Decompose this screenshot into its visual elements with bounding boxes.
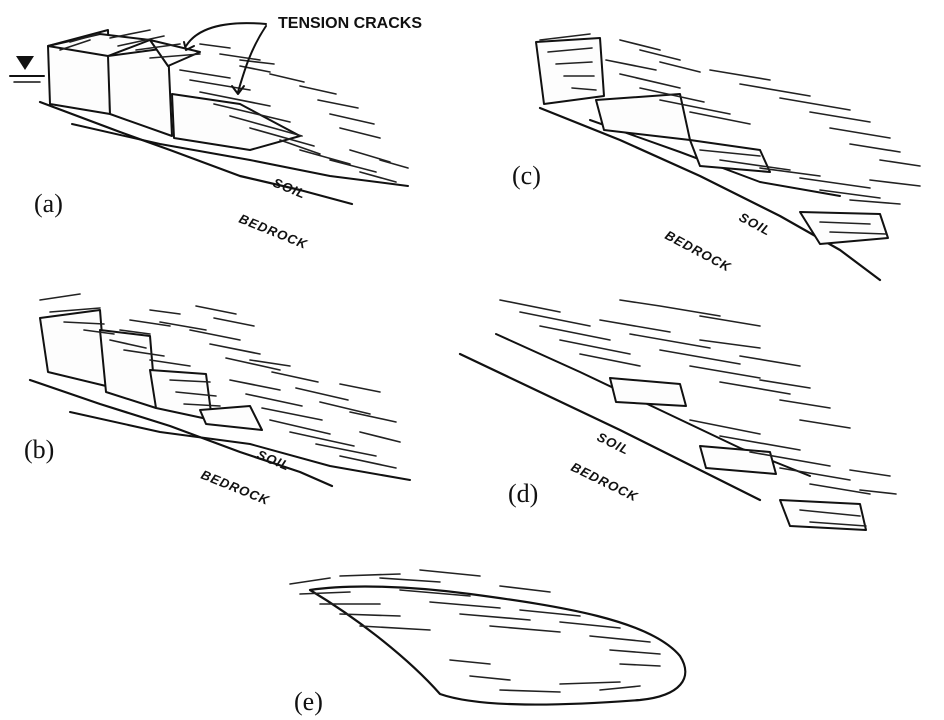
panel-label-d: (d): [508, 479, 538, 508]
panel-c: (c) SOIL BEDROCK: [512, 34, 920, 280]
soil-blocks-c: [536, 38, 888, 244]
soil-hatching-e: [290, 570, 660, 692]
soil-hatching-d: [500, 300, 896, 526]
soil-blocks-d: [610, 378, 866, 530]
panel-e: (e): [290, 570, 685, 716]
water-table-icon: [10, 56, 44, 82]
panel-label-c: (c): [512, 161, 541, 190]
bedrock-label-b: BEDROCK: [199, 467, 273, 508]
tension-cracks-label: TENSION CRACKS: [278, 15, 422, 32]
panel-label-e: (e): [294, 687, 323, 716]
panel-b: (b) SOIL BEDROCK: [24, 294, 410, 508]
soil-label-c: SOIL: [737, 209, 774, 238]
panel-label-b: (b): [24, 435, 54, 464]
panel-a: TENSION CRACKS (a) SOIL BEDROCK: [10, 15, 422, 252]
bedrock-label-d: BEDROCK: [569, 459, 641, 505]
soil-label-a: SOIL: [271, 175, 308, 202]
panel-label-a: (a): [34, 189, 63, 218]
bedrock-label-c: BEDROCK: [663, 227, 735, 275]
panel-d: (d) SOIL BEDROCK: [460, 300, 896, 530]
bedrock-label-a: BEDROCK: [237, 211, 311, 252]
